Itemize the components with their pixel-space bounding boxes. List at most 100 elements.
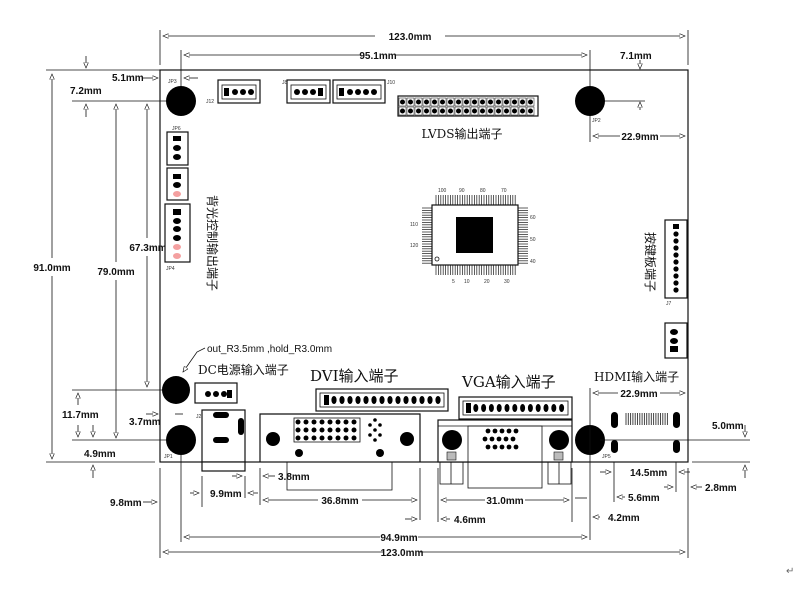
ref-j7: J7	[666, 301, 672, 307]
chip-pin-label: 5	[452, 279, 455, 285]
dvi-pin	[335, 435, 341, 441]
chip-pin-label: 70	[501, 188, 507, 194]
keypad-pin	[673, 231, 679, 237]
lvds-pin	[440, 108, 445, 114]
vga-pin	[489, 436, 495, 442]
dvi-analog-pin	[373, 418, 377, 422]
svg-text:J12: J12	[206, 99, 214, 105]
dvi-header-pin	[403, 396, 409, 404]
dim-bottom-width: 123.0mm	[381, 548, 424, 559]
dim-vga-4-6: 4.6mm	[454, 515, 486, 526]
vga-header-pin	[488, 404, 494, 412]
lvds-pin	[472, 99, 477, 105]
dvi-header-pin	[395, 396, 401, 404]
dvi-pin	[343, 435, 349, 441]
backlight-label: 背光控制输出端子	[205, 195, 220, 291]
connector-j8: J8	[282, 79, 331, 104]
vga-header-pin	[512, 404, 518, 412]
vga-header-pin	[504, 404, 510, 412]
connector-j10: J10	[332, 79, 395, 104]
dim-right-hole-offset: 22.9mm	[621, 132, 658, 143]
dim-hdmi-width: 22.9mm	[620, 389, 657, 400]
vga-connector	[437, 396, 573, 489]
dim-dc-width: 9.9mm	[210, 489, 242, 500]
chip-pin-label: 40	[530, 259, 536, 265]
vga-header-pin	[520, 404, 526, 412]
lvds-pin	[480, 108, 485, 114]
vga-pin	[485, 428, 491, 434]
dvi-pin	[327, 435, 333, 441]
vga-pin	[499, 428, 505, 434]
dvi-pin	[327, 419, 333, 425]
dvi-pin	[311, 435, 317, 441]
dvi-analog-pin	[368, 433, 372, 437]
dim-hdmi-4-2: 4.2mm	[608, 513, 640, 524]
vga-header-pin	[466, 403, 471, 413]
vga-header-pin	[559, 404, 565, 412]
dvi-header-pin	[355, 396, 361, 404]
dim-left-9-8: 9.8mm	[110, 498, 142, 509]
mounting-hole-jp2	[575, 86, 605, 116]
dim-79: 79.0mm	[97, 267, 134, 278]
dvi-header-pin	[435, 396, 441, 404]
dvi-pin	[303, 419, 309, 425]
lvds-pin	[504, 108, 509, 114]
dvi-pin	[343, 419, 349, 425]
dvi-pin	[319, 427, 325, 433]
hdmi-connector	[611, 412, 680, 453]
ref-jp4: JP4	[166, 266, 175, 272]
keypad-pin	[673, 238, 679, 244]
backlight-connectors: JP6 JP4	[164, 126, 191, 272]
dvi-pin	[351, 419, 357, 425]
connector-j12: J12	[206, 79, 261, 105]
lvds-pin	[512, 108, 517, 114]
lvds-pin	[440, 99, 445, 105]
vga-pin	[492, 428, 498, 434]
keypad-pin	[673, 259, 679, 265]
dvi-analog-pin	[373, 438, 377, 442]
lvds-pin	[424, 108, 429, 114]
vga-header-pin	[527, 404, 533, 412]
dvi-pin	[303, 427, 309, 433]
dvi-pin	[311, 419, 317, 425]
chip-pin-label: 110	[410, 222, 418, 228]
dim-3-7: 3.7mm	[129, 417, 161, 428]
dvi-pin	[319, 419, 325, 425]
dvi-pin	[295, 427, 301, 433]
hole-note: out_R3.5mm ,hold_R3.0mm	[207, 344, 332, 355]
dvi-header-pin	[379, 396, 385, 404]
dvi-pin	[351, 435, 357, 441]
dim-top-right-offset: 7.1mm	[620, 51, 652, 62]
lvds-pin	[512, 99, 517, 105]
lvds-pin	[480, 99, 485, 105]
dvi-label: DVI输入端子	[310, 367, 399, 385]
dvi-analog-pin	[378, 423, 382, 427]
dvi-pin	[335, 427, 341, 433]
ref-j2: J2	[196, 414, 202, 420]
dvi-pin	[343, 427, 349, 433]
svg-text:J8: J8	[282, 80, 288, 86]
lvds-pin	[400, 99, 405, 105]
hdmi-label: HDMI输入端子	[594, 369, 679, 384]
dvi-pin	[303, 435, 309, 441]
dvi-header-pin	[371, 396, 377, 404]
dvi-header-pin	[419, 396, 425, 404]
lvds-pin	[488, 108, 493, 114]
dvi-header-pin	[427, 396, 433, 404]
ref-jp2: JP2	[592, 118, 601, 124]
chip-pin-label: 10	[464, 279, 470, 285]
vga-header-pin	[473, 404, 479, 412]
vga-label: VGA输入端子	[461, 373, 556, 391]
lvds-pin	[528, 99, 533, 105]
keypad-connector: J7	[664, 219, 688, 307]
ref-jp1: JP1	[164, 454, 173, 460]
ref-jp3: JP3	[168, 79, 177, 85]
dc-label: DC电源输入端子	[198, 362, 289, 377]
dim-11-7: 11.7mm	[62, 410, 99, 421]
dvi-header-pin	[324, 395, 329, 405]
dc-connector	[194, 382, 238, 404]
ref-jp5: JP5	[602, 454, 611, 460]
mounting-hole-jp3	[166, 86, 196, 116]
